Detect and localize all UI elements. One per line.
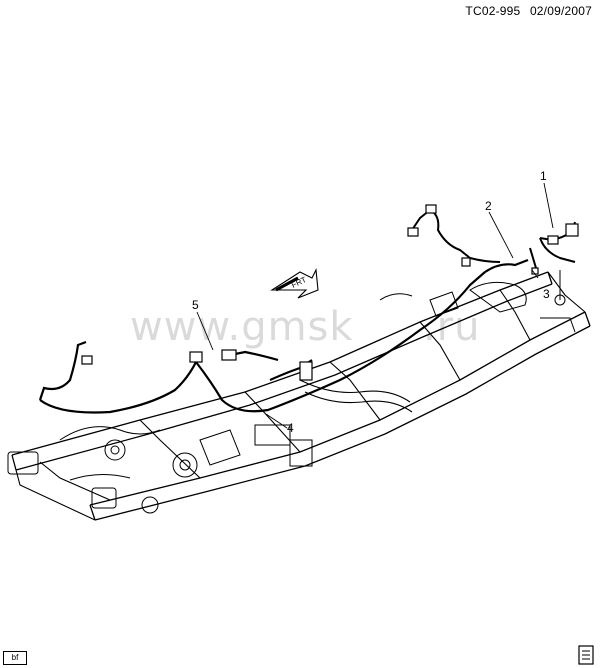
watermark-text: www.gmsk xyxy=(130,304,354,350)
frame-front-details xyxy=(7,424,313,514)
corner-tag: bf xyxy=(3,651,27,665)
wiring-harness-main xyxy=(38,258,529,414)
document-icon xyxy=(578,645,594,665)
diagram-code: TC02-995 xyxy=(465,4,521,18)
callout-1: 1 xyxy=(540,169,547,183)
watermark-suffix: .ru xyxy=(423,304,481,350)
frame-rear-details xyxy=(379,270,576,333)
frame-left-rail xyxy=(11,271,553,471)
diagram-date: 02/09/2007 xyxy=(529,4,592,18)
callout-leaders xyxy=(196,182,554,429)
frame-crossmembers xyxy=(15,271,586,521)
harness-connectors xyxy=(81,204,579,381)
callout-5: 5 xyxy=(192,298,199,312)
front-arrow-icon: FRT xyxy=(270,268,319,299)
diagram-header: TC02-995 02/09/2007 xyxy=(459,4,592,18)
callout-4: 4 xyxy=(287,421,294,435)
callout-2: 2 xyxy=(485,199,492,213)
callout-3: 3 xyxy=(543,287,550,301)
